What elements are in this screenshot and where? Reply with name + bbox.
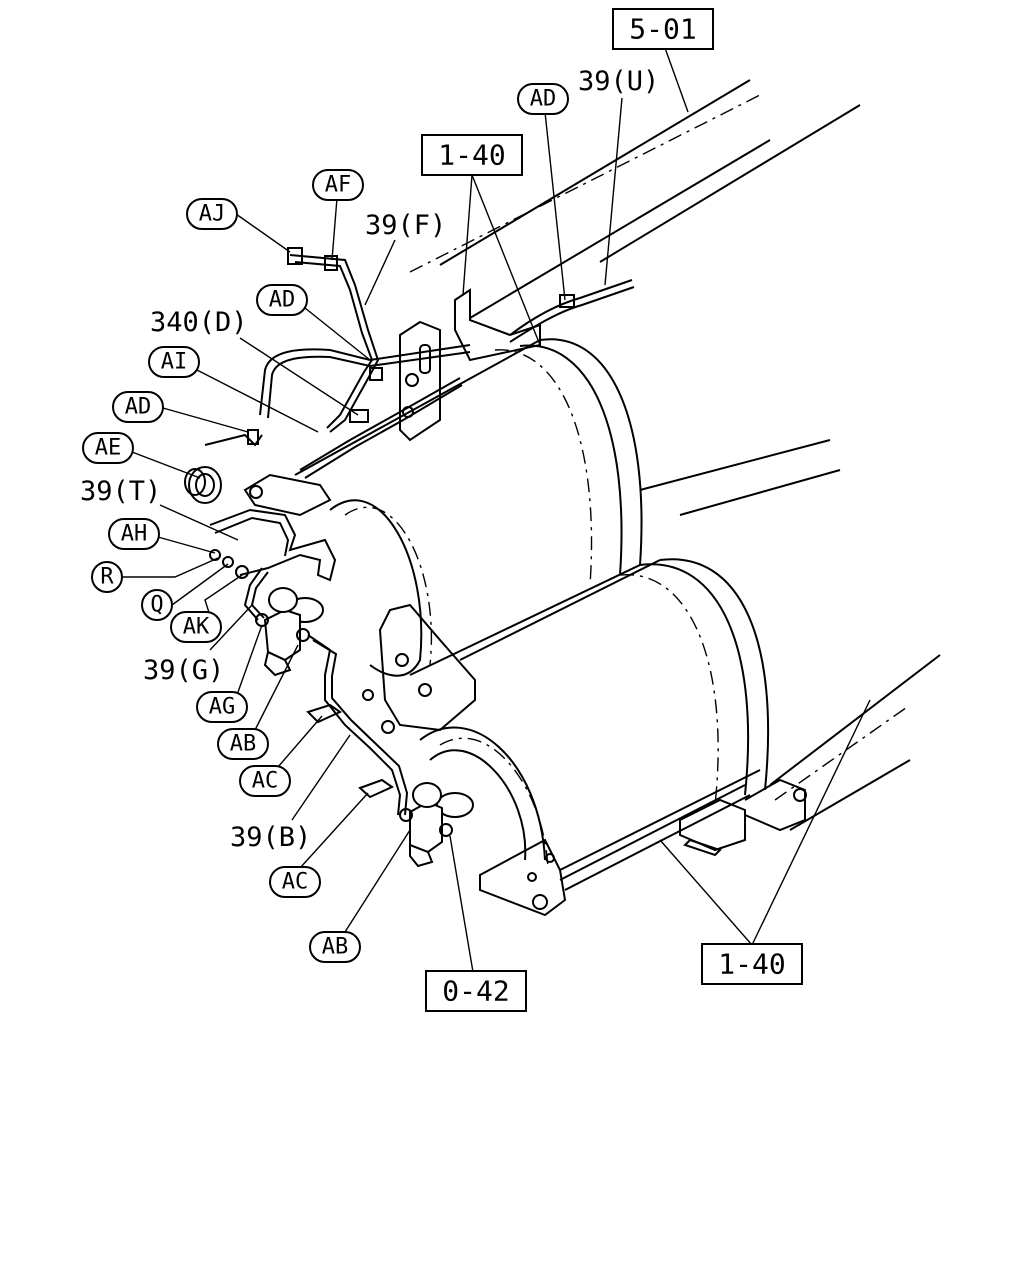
boxed-reference-5-01: 5-01 bbox=[612, 8, 714, 50]
svg-text:AE: AE bbox=[95, 436, 122, 461]
frame-rails bbox=[409, 79, 941, 831]
callout-af: AF bbox=[312, 169, 364, 201]
part-label-39t: 39(T) bbox=[80, 476, 161, 507]
svg-text:AC: AC bbox=[282, 870, 309, 895]
callout-ad-left: AD bbox=[112, 391, 164, 423]
part-label-39f: 39(F) bbox=[365, 210, 446, 241]
callout-r: R bbox=[91, 561, 123, 593]
svg-text:Q: Q bbox=[150, 593, 163, 618]
callout-ad-top: AD bbox=[517, 83, 569, 115]
part-label-39g: 39(G) bbox=[143, 655, 224, 686]
air-tank-upper bbox=[286, 338, 643, 677]
callout-ag: AG bbox=[196, 691, 248, 723]
mount-brackets bbox=[243, 288, 541, 734]
svg-text:AB: AB bbox=[322, 935, 349, 960]
callout-ad-mid: AD bbox=[256, 284, 308, 316]
svg-text:AD: AD bbox=[530, 87, 557, 112]
svg-text:AB: AB bbox=[230, 732, 257, 757]
ref-label: 1-40 bbox=[438, 139, 505, 172]
air-tank-lower bbox=[419, 558, 807, 917]
callout-ac-upper: AC bbox=[239, 765, 291, 797]
svg-text:AD: AD bbox=[269, 288, 296, 313]
callout-q: Q bbox=[141, 589, 173, 621]
callout-ab-upper: AB bbox=[217, 728, 269, 760]
callout-ab-lower: AB bbox=[309, 931, 361, 963]
part-label-340d: 340(D) bbox=[150, 307, 248, 338]
svg-text:AK: AK bbox=[183, 615, 210, 640]
boxed-reference-1-40-right: 1-40 bbox=[701, 943, 803, 985]
part-label-39u: 39(U) bbox=[578, 66, 659, 97]
callout-ac-lower: AC bbox=[269, 866, 321, 898]
svg-text:AJ: AJ bbox=[199, 202, 226, 227]
boxed-reference-1-40-top: 1-40 bbox=[421, 134, 523, 176]
svg-text:AF: AF bbox=[325, 173, 352, 198]
part-label-39b: 39(B) bbox=[230, 822, 311, 853]
air-piping bbox=[184, 247, 635, 868]
svg-text:AD: AD bbox=[125, 395, 152, 420]
svg-text:AH: AH bbox=[121, 522, 148, 547]
ref-label: 5-01 bbox=[629, 13, 696, 46]
svg-text:AG: AG bbox=[209, 695, 236, 720]
ref-label: 0-42 bbox=[442, 975, 509, 1008]
svg-text:R: R bbox=[100, 565, 114, 590]
callout-ak: AK bbox=[170, 611, 222, 643]
callout-aj: AJ bbox=[186, 198, 238, 230]
callout-ah: AH bbox=[108, 518, 160, 550]
svg-text:AI: AI bbox=[161, 350, 188, 375]
svg-text:AC: AC bbox=[252, 769, 279, 794]
callout-ae: AE bbox=[82, 432, 134, 464]
callout-ai: AI bbox=[148, 346, 200, 378]
boxed-reference-0-42: 0-42 bbox=[425, 970, 527, 1012]
ref-label: 1-40 bbox=[718, 948, 785, 981]
